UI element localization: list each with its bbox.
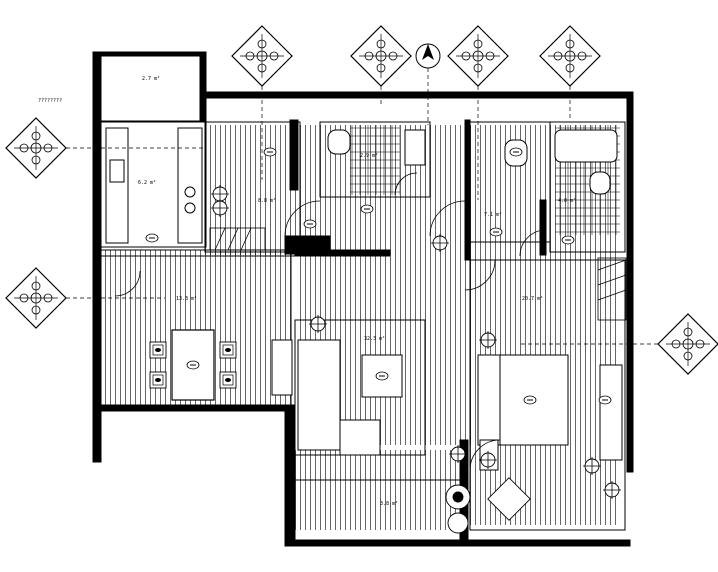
door-swings [114, 172, 547, 471]
label-balcony-bottom: 3.8 m² [380, 501, 398, 507]
legend-note: ???????? [38, 98, 62, 104]
bathroom-fixtures [327, 129, 618, 195]
kitchen-counter [105, 127, 203, 244]
diamond-index-icon [539, 25, 601, 87]
label-dining: 13.3 m² [176, 296, 197, 302]
master-bed [477, 354, 623, 471]
diamond-index-icon [657, 313, 718, 375]
index-markers [5, 25, 718, 375]
label-balcony-top: 2.7 m² [142, 76, 160, 82]
label-master-bedroom: 20.7 m² [522, 296, 543, 302]
wardrobes [209, 227, 627, 321]
label-bedroom-2: 8.8 m² [258, 198, 276, 204]
north-arrow-icon [415, 43, 441, 69]
diamond-index-icon [231, 25, 293, 87]
dining-set [149, 329, 237, 401]
walls [92, 51, 634, 547]
floor-hatching [105, 125, 620, 530]
diamond-index-icon [350, 25, 412, 87]
leader-lines [66, 68, 658, 345]
diamond-index-icon [5, 117, 67, 179]
living-furniture [271, 317, 403, 456]
label-bathroom-2: 4.0 m² [558, 198, 576, 204]
label-kitchen: 6.2 m² [138, 180, 156, 186]
plants [445, 477, 531, 534]
diamond-index-icon [447, 25, 509, 87]
label-bathroom-1: 2.9 m² [360, 153, 378, 159]
room-labels: 2.7 m² 6.2 m² 8.8 m² 2.9 m² 7.1 m² 4.0 m… [38, 76, 576, 507]
label-corridor: 7.1 m² [484, 212, 502, 218]
diamond-index-icon [5, 267, 67, 329]
label-living: 32.3 m² [364, 336, 385, 342]
